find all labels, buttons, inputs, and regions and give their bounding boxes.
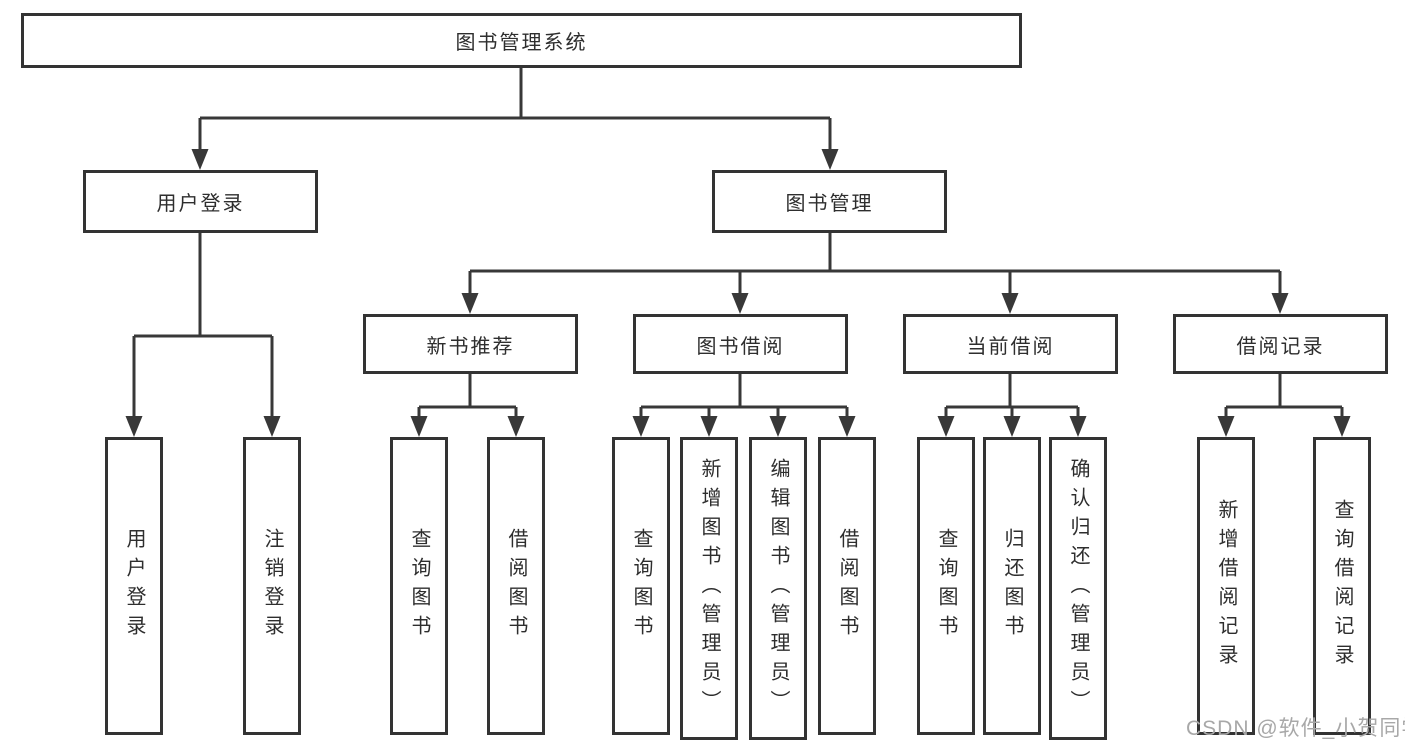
node-book-management: 图书管理 <box>712 170 947 233</box>
leaf-add-book-admin: 新增图书（管理员） <box>680 437 738 740</box>
arrowhead-icon <box>821 149 839 170</box>
arrowhead-icon <box>191 149 209 170</box>
leaf-borrow-books-recommend: 借阅图书 <box>487 437 545 735</box>
csdn-watermark: CSDN @软件_小贺同学 <box>1186 717 1405 740</box>
node-label: 借阅记录 <box>1236 335 1325 358</box>
arrowhead-icon <box>731 293 749 314</box>
arrowhead-icon <box>700 416 718 437</box>
leaf-edit-book-admin: 编辑图书（管理员） <box>749 437 807 740</box>
leaf-label: 用户登录 <box>123 528 145 644</box>
node-label: 图书管理 <box>785 193 874 215</box>
leaf-add-borrow-record: 新增借阅记录 <box>1197 437 1255 735</box>
arrowhead-icon <box>1069 416 1087 437</box>
leaf-label: 注销登录 <box>261 528 283 644</box>
leaf-label: 新增借阅记录 <box>1215 499 1237 673</box>
arrowhead-icon <box>632 416 650 437</box>
leaf-label: 归还图书 <box>1001 528 1023 644</box>
node-book-borrow: 图书借阅 <box>633 314 848 374</box>
connector-borrow-to-leaves <box>639 374 849 418</box>
connector-login-to-leaves <box>132 233 274 418</box>
leaf-label: 借阅图书 <box>836 528 858 644</box>
arrowhead-icon <box>838 416 856 437</box>
arrowhead-icon <box>1003 416 1021 437</box>
node-label: 图书管理系统 <box>455 32 588 54</box>
connector-current-to-leaves <box>944 374 1080 418</box>
leaf-confirm-return-admin: 确认归还（管理员） <box>1049 437 1107 740</box>
leaf-query-books-current: 查询图书 <box>917 437 975 735</box>
leaf-borrow-books: 借阅图书 <box>818 437 876 735</box>
leaf-user-login: 用户登录 <box>105 437 163 735</box>
node-label: 图书借阅 <box>696 335 785 358</box>
arrowhead-icon <box>937 416 955 437</box>
node-library-management-system: 图书管理系统 <box>21 13 1022 68</box>
leaf-return-books: 归还图书 <box>983 437 1041 735</box>
leaf-label: 查询借阅记录 <box>1331 499 1353 673</box>
arrowhead-icon <box>1271 293 1289 314</box>
arrowhead-icon <box>461 293 479 314</box>
leaf-logout: 注销登录 <box>243 437 301 735</box>
leaf-query-books-recommend: 查询图书 <box>390 437 448 735</box>
arrowhead-icon <box>1217 416 1235 437</box>
arrowhead-icon <box>125 416 143 437</box>
leaf-label: 新增图书（管理员） <box>698 458 720 719</box>
connector-newrec-to-leaves <box>417 374 518 418</box>
connector-mgmt-to-level3 <box>468 233 1282 295</box>
leaf-label: 编辑图书（管理员） <box>767 458 789 719</box>
arrowhead-icon <box>507 416 525 437</box>
node-borrow-records: 借阅记录 <box>1173 314 1388 374</box>
node-user-login: 用户登录 <box>83 170 318 233</box>
arrowhead-icon <box>769 416 787 437</box>
leaf-label: 借阅图书 <box>505 528 527 644</box>
arrowhead-icon <box>410 416 428 437</box>
node-label: 当前借阅 <box>966 335 1055 358</box>
leaf-query-borrow-record: 查询借阅记录 <box>1313 437 1371 735</box>
arrowhead-icon <box>263 416 281 437</box>
node-new-book-recommend: 新书推荐 <box>363 314 578 374</box>
leaf-label: 查询图书 <box>408 528 430 644</box>
arrowhead-icon <box>1001 293 1019 314</box>
leaf-query-books-borrow: 查询图书 <box>612 437 670 735</box>
leaf-label: 查询图书 <box>630 528 652 644</box>
connector-records-to-leaves <box>1224 374 1344 418</box>
arrowhead-icon <box>1333 416 1351 437</box>
leaf-label: 确认归还（管理员） <box>1067 458 1089 719</box>
node-current-borrow: 当前借阅 <box>903 314 1118 374</box>
node-label: 用户登录 <box>156 193 245 215</box>
connector-root-to-level2 <box>198 68 832 151</box>
leaf-label: 查询图书 <box>935 528 957 644</box>
node-label: 新书推荐 <box>426 335 515 358</box>
